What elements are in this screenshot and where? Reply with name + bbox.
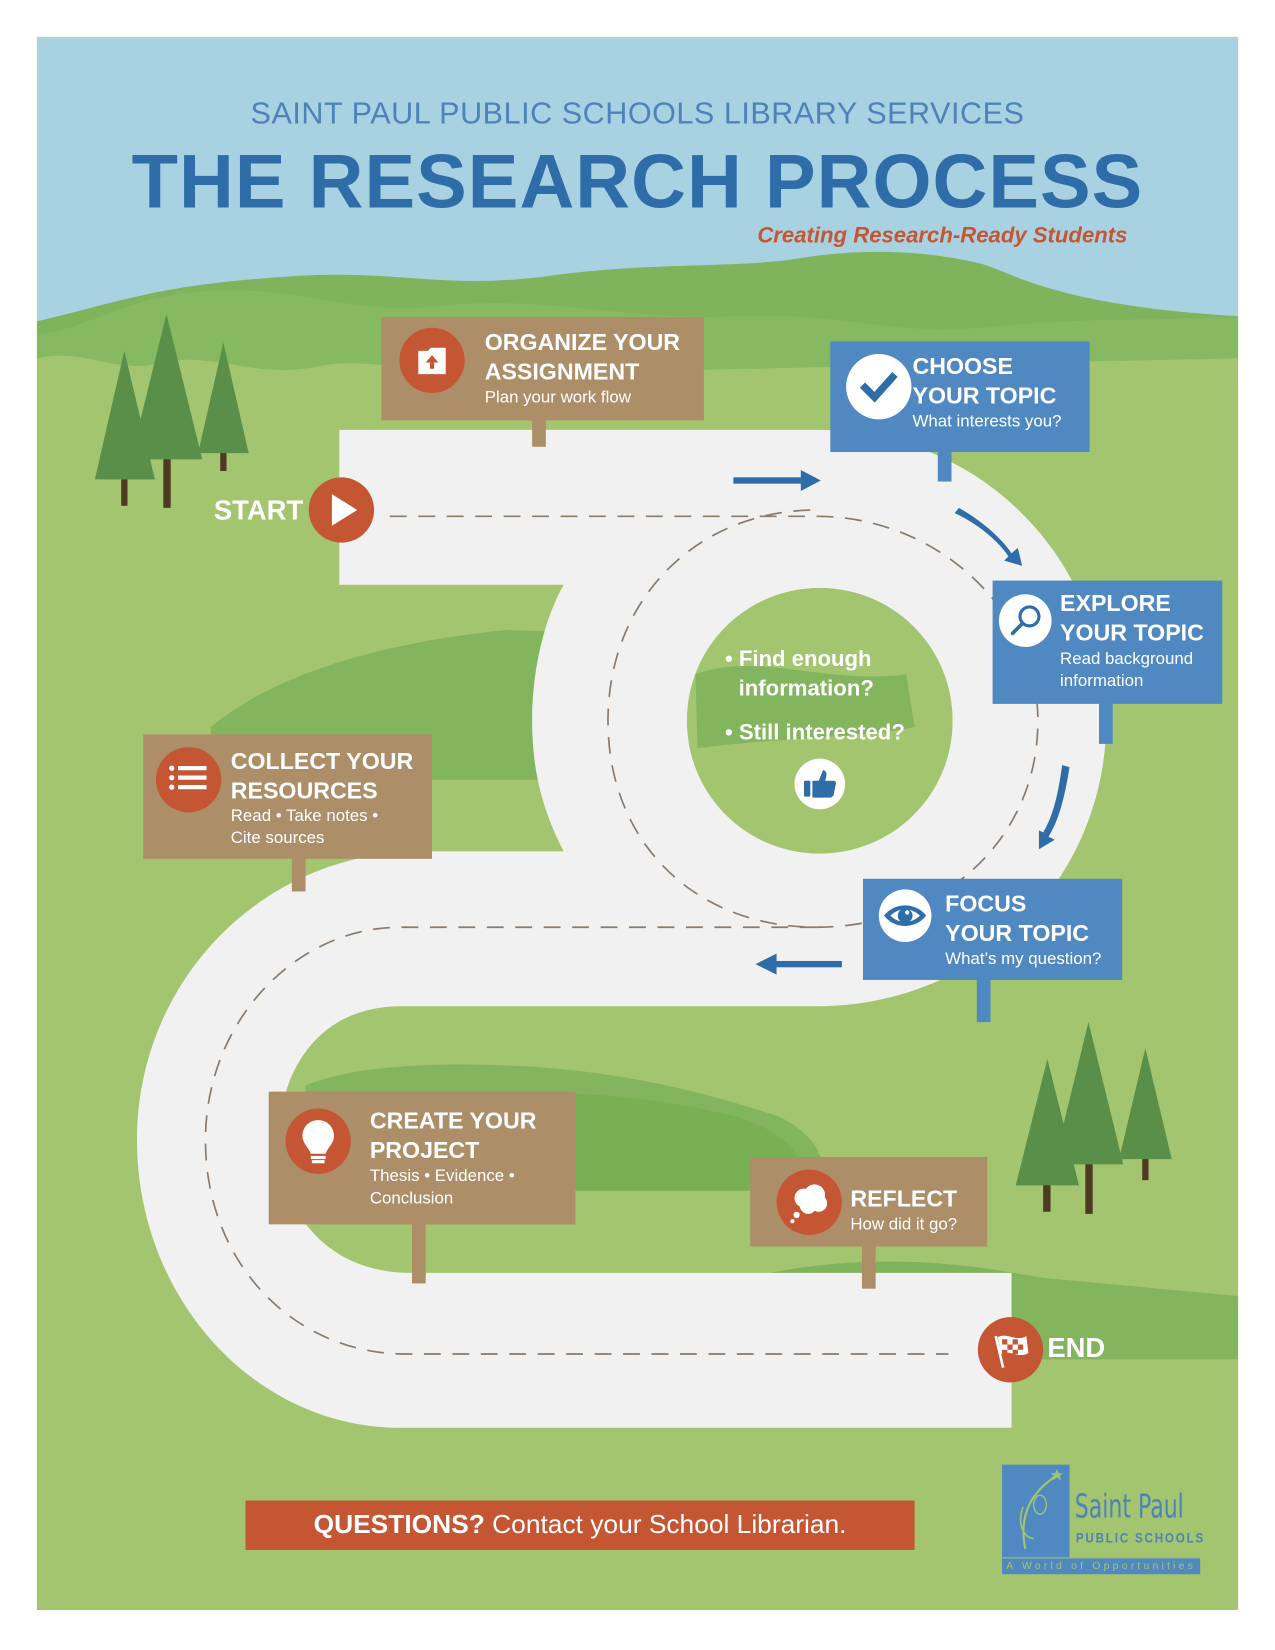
checkmark-icon [846,354,912,420]
eye-icon [878,889,932,943]
step-subtitle: What’s my question? [945,950,1102,969]
step-subtitle: information [1060,672,1144,691]
questions-label: QUESTIONS? [313,1509,485,1540]
step-subtitle: Read • Take notes • [230,807,379,826]
step-reflect[interactable]: REFLECT How did it go? [750,1156,988,1247]
step-title: CREATE YOUR [369,1107,537,1134]
checkered-flag-icon [994,1335,1029,1369]
step-title: RESOURCES [230,777,378,804]
logo-name: Saint Paul [1074,1487,1184,1526]
step-title: ORGANIZE YOUR [484,328,681,356]
sign-post [937,449,952,482]
end-label: END [1047,1331,1106,1364]
step-title: CHOOSE [912,352,1013,380]
trees-left [94,314,249,508]
questions-text: Contact your School Librarian. [484,1509,847,1540]
logo-subtitle: PUBLIC SCHOOLS [1075,1529,1206,1546]
list-icon [155,747,222,813]
check-question-information: • Find enough information? [725,645,874,704]
sign-post [976,977,991,1023]
tagline: Creating Research-Ready Students [757,223,1128,248]
play-icon [331,494,358,526]
end-button[interactable] [977,1317,1044,1383]
step-subtitle: Thesis • Evidence • [369,1167,515,1186]
logo-emblem [1002,1464,1070,1558]
sign-post [1099,701,1113,744]
thumbs-up-icon [794,758,846,810]
road [136,429,1107,1428]
contact-librarian-banner[interactable]: QUESTIONS? Contact your School Librarian… [245,1500,915,1550]
step-title: COLLECT YOUR [230,748,414,775]
lane-dashes [204,509,1039,1355]
step-subtitle: Read background [1060,650,1194,669]
page-title: THE RESEARCH PROCESS [131,140,1144,225]
step-title: YOUR TOPIC [945,919,1090,947]
check-question-interest: • Still interested? [724,720,905,745]
thought-bubble-icon [776,1169,842,1235]
step-title: PROJECT [369,1136,480,1164]
sign-post [291,857,306,892]
sign-post [411,1222,426,1284]
star-swoosh-icon [1019,1468,1064,1550]
organization-title: SAINT PAUL PUBLIC SCHOOLS LIBRARY SERVIC… [250,96,1025,131]
step-subtitle: Conclusion [369,1189,454,1208]
arrow-down-right [954,507,1023,566]
step-title: YOUR TOPIC [1060,619,1204,646]
lightbulb-icon [285,1108,351,1174]
logo-motto: A World of Opportunities [1002,1558,1201,1575]
step-title: REFLECT [850,1185,958,1212]
folder-upload-icon [399,327,465,394]
arrow-left [755,953,842,975]
saint-paul-logo: Saint Paul PUBLIC SCHOOLS A World of Opp… [1002,1464,1203,1578]
arrow-down-left [1038,764,1070,850]
step-subtitle: Plan your work flow [484,388,631,407]
end-mound [1011,1274,1239,1360]
step-subtitle: Cite sources [230,829,325,848]
sign-post [532,419,546,447]
step-title: YOUR TOPIC [912,382,1057,409]
step-subtitle: How did it go? [850,1215,958,1234]
step-title: EXPLORE [1060,590,1171,617]
magnifier-icon [998,594,1052,647]
check-question-line: information? [738,676,874,701]
start-button[interactable] [308,477,375,543]
step-title: ASSIGNMENT [484,358,640,385]
center-wave [695,666,915,749]
step-subtitle: What interests you? [912,413,1062,431]
start-label: START [213,494,304,526]
trees-right [1015,1022,1172,1214]
step-title: FOCUS [945,890,1027,917]
check-question-line: • Find enough [724,646,872,672]
arrow-right [733,469,821,492]
sign-post [861,1244,876,1289]
